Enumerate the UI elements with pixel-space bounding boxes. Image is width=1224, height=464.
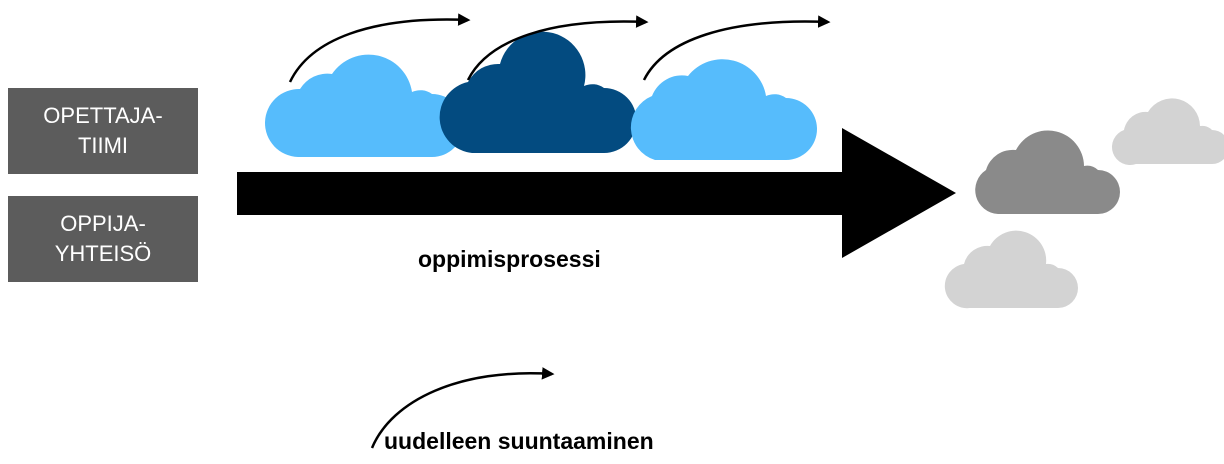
oppijayhteiso-line2: YHTEISÖ xyxy=(54,241,152,266)
cloud-dark-blue xyxy=(439,31,637,154)
opettajatiimi-line2: TIIMI xyxy=(77,133,129,158)
oppijayhteiso-line1: OPPIJA- xyxy=(60,211,146,236)
legend-redirect-arrow xyxy=(370,367,555,449)
oppijayhteiso-box: OPPIJA- YHTEISÖ xyxy=(8,196,198,282)
cloud-light-blue-1 xyxy=(265,54,464,158)
cloud-gray-dark xyxy=(975,130,1120,214)
redirect-arrow-2 xyxy=(466,15,649,81)
cloud-gray-light-1 xyxy=(1112,98,1224,166)
process-arrow xyxy=(237,128,956,258)
redirect-label: uudelleen suuntaaminen xyxy=(384,428,654,454)
opettajatiimi-line1: OPETTAJA- xyxy=(43,103,163,128)
process-label: oppimisprosessi xyxy=(418,246,601,272)
redirect-arrow-1 xyxy=(288,13,471,83)
cloud-gray-light-2 xyxy=(944,230,1078,309)
opettajatiimi-box: OPETTAJA- TIIMI xyxy=(8,88,198,174)
cloud-light-blue-2 xyxy=(630,59,817,160)
redirect-arrow-3 xyxy=(642,15,831,81)
